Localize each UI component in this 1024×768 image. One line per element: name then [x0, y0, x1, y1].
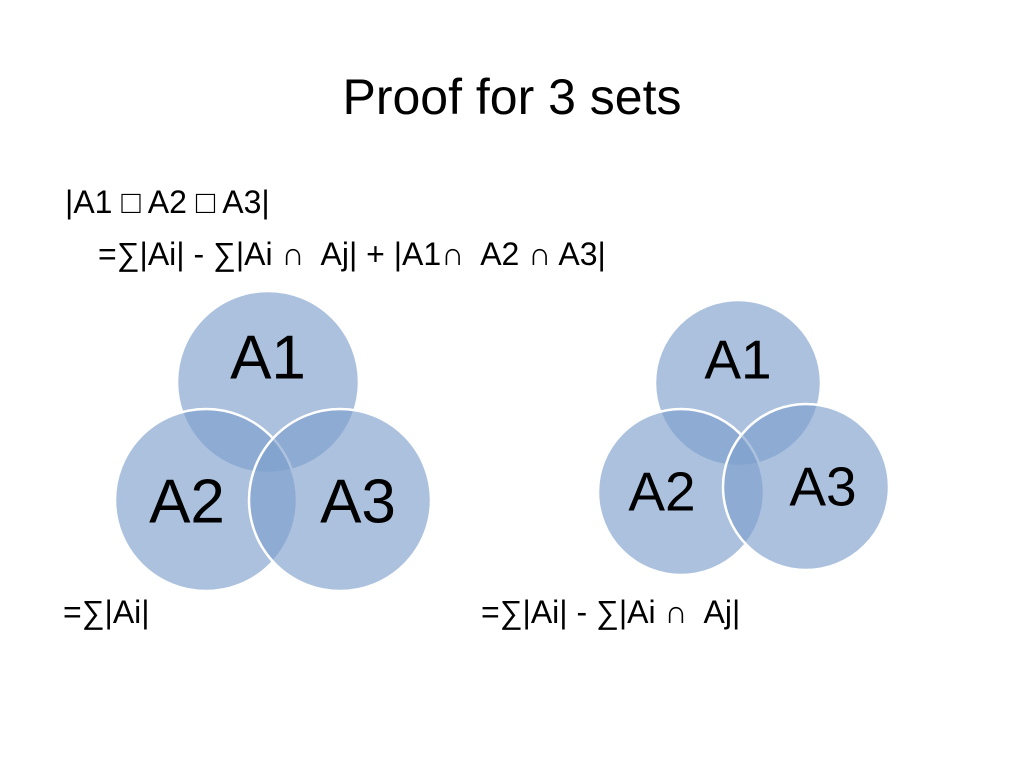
caption-right: =∑|Ai| - ∑|Ai ∩ Aj|	[481, 594, 741, 630]
venn-right-circle-a3	[721, 402, 891, 572]
venn-left-label-a2: A2	[149, 467, 225, 536]
venn-right-label-a3: A3	[789, 456, 856, 518]
venn-left-circle-a3	[247, 407, 433, 593]
formula-union: |A1 □ A2 □ A3|	[65, 184, 270, 220]
formula-expansion: =∑|Ai| - ∑|Ai ∩ Aj| + |A1∩ A2 ∩ A3|	[98, 236, 606, 272]
slide-title: Proof for 3 sets	[342, 69, 682, 125]
venn-left-label-a3: A3	[320, 467, 396, 536]
venn-right-label-a1: A1	[704, 329, 771, 391]
venn-left-label-a1: A1	[230, 323, 306, 392]
venn-left: A1 A2 A3	[113, 289, 433, 593]
caption-left: =∑|Ai|	[63, 594, 150, 630]
venn-right: A1 A2 A3	[596, 298, 891, 577]
venn-right-label-a2: A2	[628, 461, 695, 523]
